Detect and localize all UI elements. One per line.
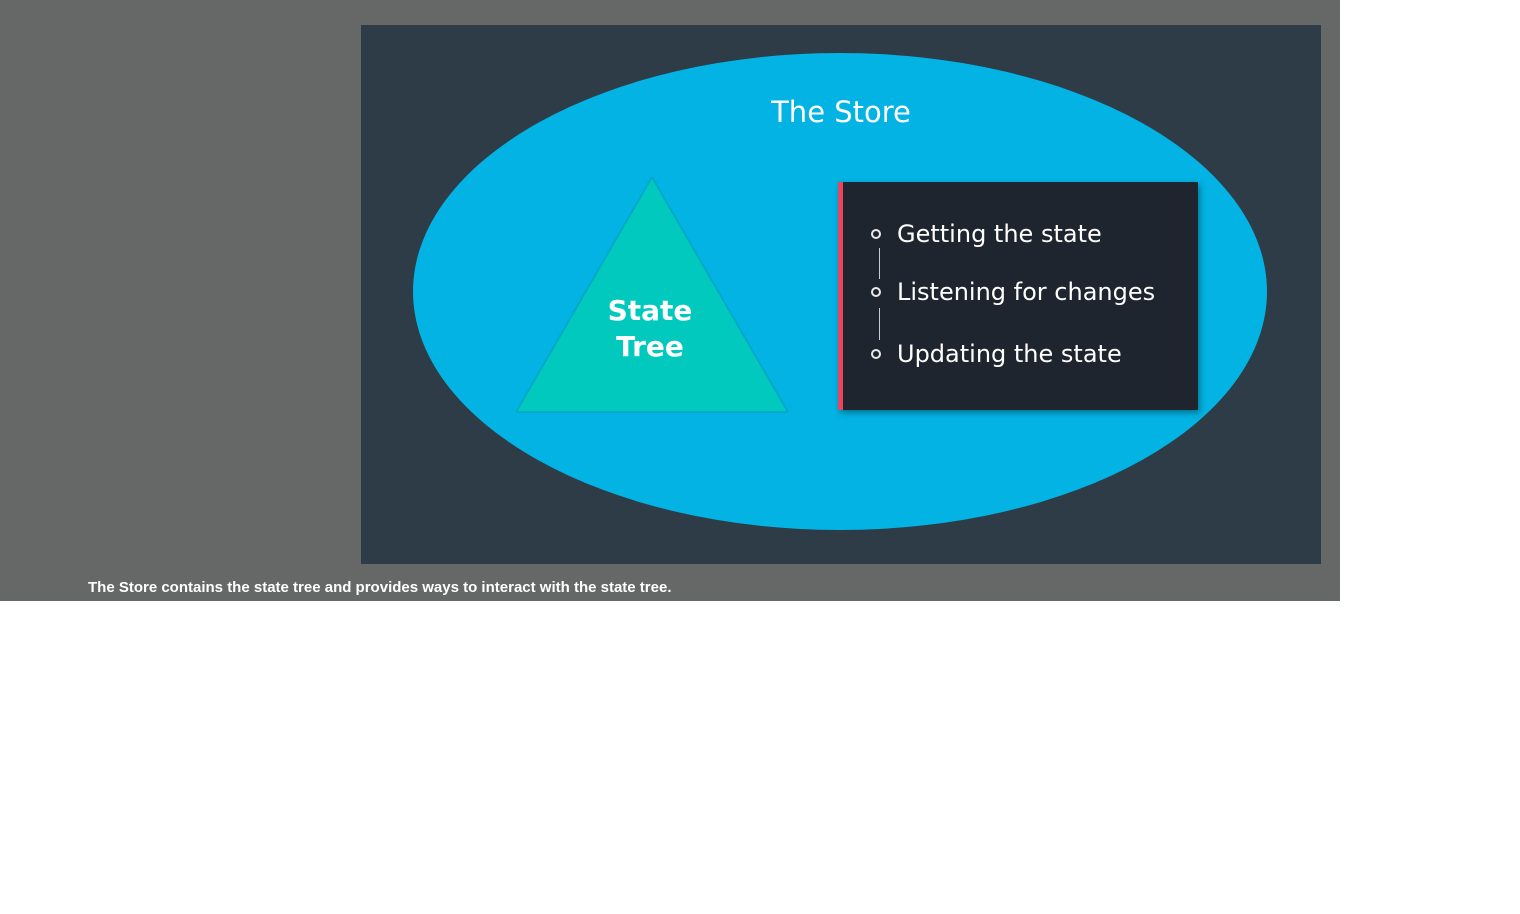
store-title: The Store <box>771 95 911 129</box>
state-tree-label-line1: State <box>607 294 693 327</box>
operation-item-listen: Listening for changes <box>871 275 1155 309</box>
bullet-circle-icon <box>871 287 881 297</box>
state-tree-label-line2: Tree <box>616 330 684 363</box>
bullet-circle-icon <box>871 349 881 359</box>
operations-accent-bar <box>838 182 843 410</box>
operation-label: Getting the state <box>897 220 1102 248</box>
bullet-circle-icon <box>871 229 881 239</box>
state-tree-triangle <box>516 177 788 413</box>
page-panel: The Store State Tree Getting the state L… <box>0 0 1340 601</box>
store-diagram: The Store State Tree Getting the state L… <box>361 25 1321 564</box>
operation-label: Updating the state <box>897 340 1122 368</box>
operation-item-get-state: Getting the state <box>871 217 1102 251</box>
operation-item-update-state: Updating the state <box>871 337 1122 371</box>
operations-connector-line <box>879 248 880 279</box>
state-tree-label: State Tree <box>565 293 735 365</box>
figure-caption: The Store contains the state tree and pr… <box>88 579 672 596</box>
operations-panel: Getting the state Listening for changes … <box>838 182 1198 410</box>
operations-connector-line <box>879 308 880 340</box>
operation-label: Listening for changes <box>897 278 1156 306</box>
